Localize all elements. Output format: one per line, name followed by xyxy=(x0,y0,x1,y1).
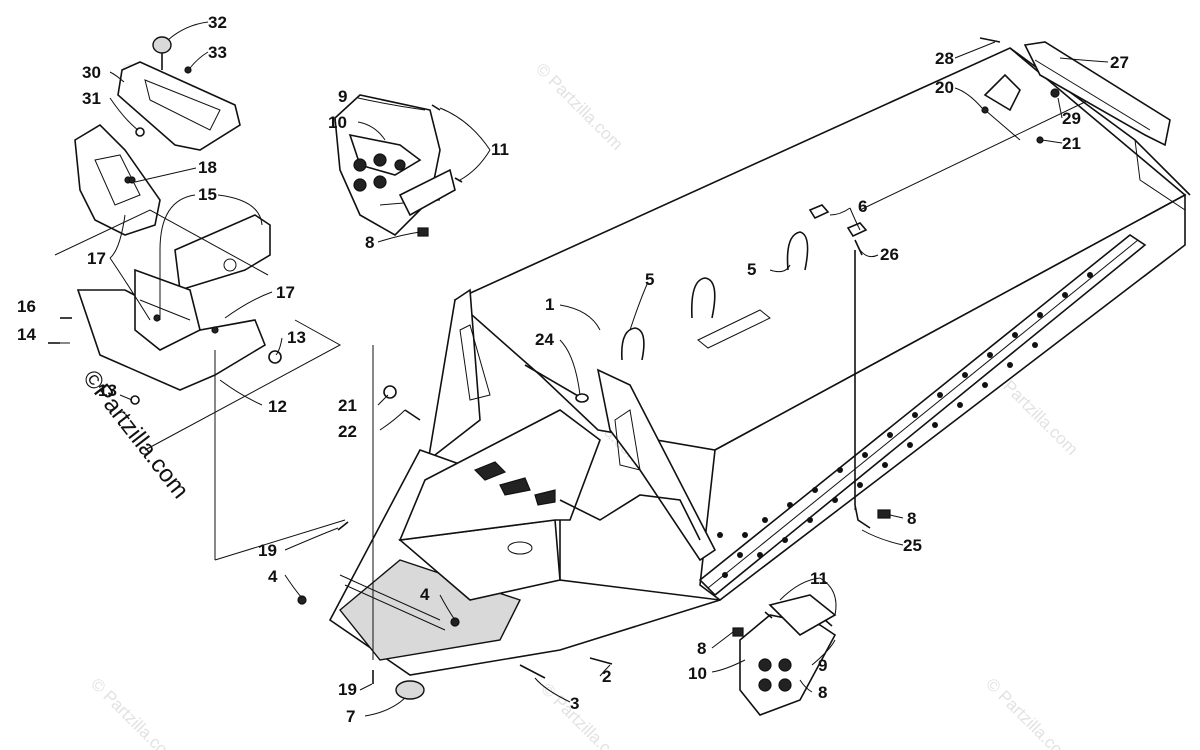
callout-11: 11 xyxy=(810,569,828,588)
callout-12: 12 xyxy=(268,397,287,416)
callout-17: 17 xyxy=(276,283,295,302)
callout-9: 9 xyxy=(818,656,827,675)
callout-5: 5 xyxy=(645,270,654,289)
watermark-faint: © Partzilla.com xyxy=(982,674,1076,750)
callout-8: 8 xyxy=(907,509,916,528)
callout-labels: 32 33 30 31 18 15 17 17 16 14 13 13 12 9… xyxy=(17,13,1129,726)
watermark-faint: © Partzilla.com xyxy=(537,679,631,750)
steering-support-group xyxy=(48,36,282,405)
callout-10: 10 xyxy=(328,113,347,132)
callout-21: 21 xyxy=(1062,134,1081,153)
callout-14: 14 xyxy=(17,325,36,344)
callout-26: 26 xyxy=(880,245,899,264)
chassis-tunnel xyxy=(328,47,1191,676)
callout-30: 30 xyxy=(82,63,101,82)
watermark-faint: © Partzilla.com xyxy=(532,59,626,153)
callout-8: 8 xyxy=(818,683,827,702)
callout-5: 5 xyxy=(747,260,756,279)
skid-plate-top xyxy=(334,94,463,237)
callout-15: 15 xyxy=(198,185,217,204)
callout-21: 20 xyxy=(935,78,954,97)
callout-17: 17 xyxy=(87,249,106,268)
leader-lines xyxy=(58,21,1109,717)
callout-8: 8 xyxy=(697,639,706,658)
callout-25: 25 xyxy=(903,536,922,555)
callout-13: 13 xyxy=(98,381,117,400)
skid-plate-bottom xyxy=(732,594,837,716)
callout-19: 19 xyxy=(338,680,357,699)
callout-22: 21 xyxy=(338,396,357,415)
callout-6: 6 xyxy=(858,197,867,216)
callout-23: 22 xyxy=(338,422,357,441)
callout-9: 9 xyxy=(338,87,347,106)
callout-28: 28 xyxy=(935,49,954,68)
callout-16: 16 xyxy=(17,297,36,316)
callout-32: 33 xyxy=(208,43,227,62)
callout-4: 4 xyxy=(420,585,430,604)
callout-2: 2 xyxy=(602,667,611,686)
reference-lines xyxy=(54,209,856,660)
callout-8: 8 xyxy=(365,233,374,252)
callout-10: 10 xyxy=(688,664,707,683)
callout-27: 27 xyxy=(1110,53,1129,72)
callout-24: 24 xyxy=(535,330,554,349)
callout-33: 31 xyxy=(82,89,101,108)
rear-bumper xyxy=(979,37,1171,147)
callout-18: 18 xyxy=(198,158,217,177)
callout-20: 19 xyxy=(258,541,277,560)
callout-1: 1 xyxy=(545,295,554,314)
running-board-holes xyxy=(717,272,1093,578)
callout-4: 4 xyxy=(268,567,278,586)
callout-29: 29 xyxy=(1062,109,1081,128)
callout-13: 13 xyxy=(287,328,306,347)
callout-7: 7 xyxy=(346,707,355,726)
callout-3: 3 xyxy=(570,694,579,713)
callout-31: 32 xyxy=(208,13,227,32)
callout-11: 11 xyxy=(491,140,509,159)
watermark-faint: © Partzilla.com xyxy=(87,674,181,750)
